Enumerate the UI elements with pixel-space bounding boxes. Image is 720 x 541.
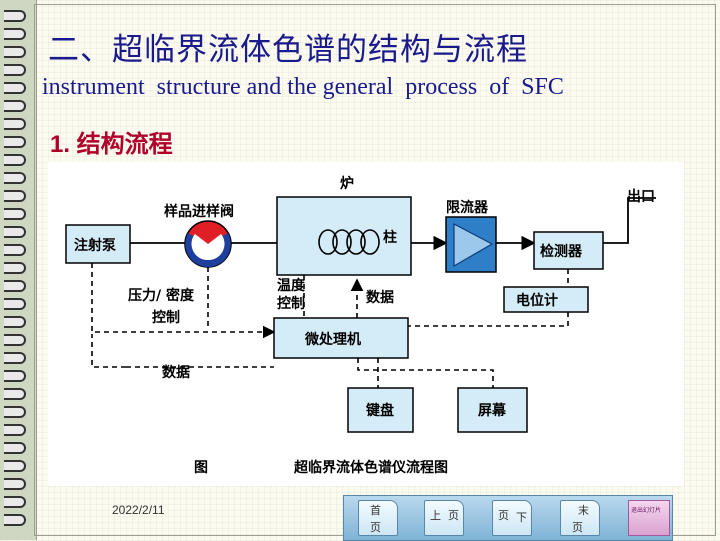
sample-valve-label: 样品进样阀 [164,203,234,220]
pressure-density-label: 压力/ 密度 [128,287,195,304]
keyboard-label: 键盘 [365,402,394,419]
prev-page-icon [424,500,464,536]
prev-page-button[interactable]: 上 页 [416,499,474,536]
detector-box [533,231,604,270]
microprocessor-box [273,317,409,359]
section-heading: 1. 结构流程 [50,131,173,158]
pump-label: 注射泵 [74,237,116,254]
figure-caption: 超临界流体色谱仪流程图 [293,459,448,476]
screen-box [457,387,528,433]
furnace-box [276,196,412,276]
exit-slideshow-label: 退出幻灯片 [631,507,662,514]
column-label: 柱 [383,229,397,246]
prev-page-label-2: 页 [448,509,459,522]
next-page-button[interactable]: 页 下 [484,499,542,536]
first-page-label-2: 页 [370,521,381,534]
next-page-label-2: 下 [516,511,527,524]
slide-navigation-bar: 首 页 上 页 页 下 末 页 退出幻灯片 [343,495,673,541]
column-coil [318,229,380,255]
pressure-control-label: 控制 [152,309,180,326]
outlet-label: 出口 [627,188,655,205]
first-page-icon [358,500,398,536]
detector-label: 检测器 [540,243,583,260]
temperature-label: 温度 [277,277,306,294]
last-page-label-2: 页 [572,521,583,534]
sfc-flow-diagram: 炉 柱 注射泵 样品进样阀 限流器 检测器 出口 电位计 微处理机 键盘 屏幕 … [48,162,684,486]
flow-lines [130,197,656,251]
restrictor-icon [445,216,497,273]
next-page-label-1: 页 [498,509,509,522]
screen-label: 屏幕 [478,402,507,419]
furnace-label: 炉 [340,175,354,192]
temperature-control-label: 控制 [277,295,305,312]
notebook-binding [0,0,37,540]
figure-prefix: 图 [194,460,208,476]
last-page-button[interactable]: 末 页 [552,499,610,536]
exit-slideshow-button[interactable]: 退出幻灯片 [628,500,670,536]
data-up-label: 数据 [366,289,394,306]
slide-subtitle: instrument structure and the general pro… [42,74,564,100]
next-page-icon [492,500,532,536]
data-left-label: 数据 [162,364,190,381]
first-page-label-1: 首 [370,504,381,517]
sample-valve-icon [184,220,232,268]
restrictor-label: 限流器 [446,199,489,216]
slide-date: 2022/2/11 [112,503,165,517]
pump-box [65,224,131,264]
last-page-icon [560,500,600,536]
last-page-label-1: 末 [578,504,589,517]
keyboard-box [347,387,414,433]
first-page-button[interactable]: 首 页 [350,499,408,536]
signal-lines [91,263,569,388]
microprocessor-label: 微处理机 [304,331,361,348]
prev-page-label-1: 上 [430,509,441,522]
potentiometer-label: 电位计 [516,292,558,309]
potentiometer-box [503,286,589,313]
slide-title: 二、超临界流体色谱的结构与流程 [48,32,528,68]
